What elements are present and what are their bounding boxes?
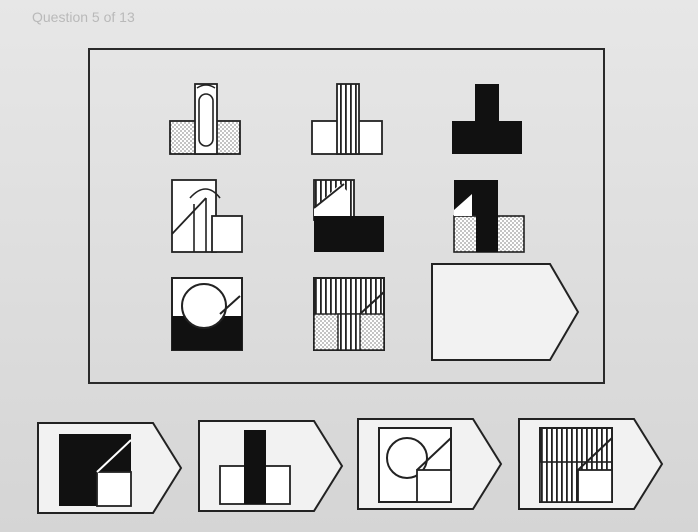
matrix-cell-3-2 xyxy=(310,274,390,354)
matrix-cell-3-1 xyxy=(168,274,248,354)
answer-option-4[interactable] xyxy=(516,416,668,512)
matrix-frame xyxy=(88,48,605,384)
matrix-cell-2-1 xyxy=(168,176,248,256)
matrix-cell-1-3 xyxy=(450,82,526,156)
matrix-cell-1-1 xyxy=(168,82,244,156)
matrix-cell-2-2 xyxy=(310,176,390,256)
missing-answer-slot xyxy=(428,262,584,362)
answer-option-2[interactable] xyxy=(196,418,348,514)
matrix-cell-2-3 xyxy=(450,176,530,256)
answer-option-1[interactable] xyxy=(35,420,187,516)
matrix-cell-1-2 xyxy=(310,82,386,156)
answer-option-3[interactable] xyxy=(355,416,507,512)
question-counter: Question 5 of 13 xyxy=(32,9,135,25)
